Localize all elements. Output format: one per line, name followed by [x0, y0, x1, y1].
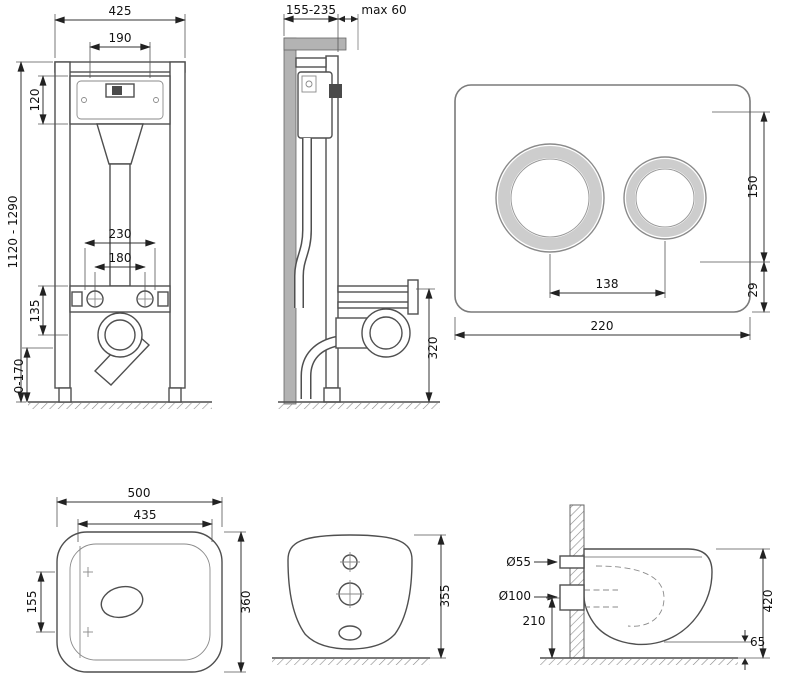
left-fitting: [71, 291, 83, 307]
dim-rim-height: 420: [761, 590, 775, 613]
bowl-back-view: 355: [272, 534, 452, 665]
label-inlet-diameter: Ø55: [506, 555, 531, 569]
bowl-back-dimensions: 355: [414, 534, 452, 659]
frame-front-dimensions: 425 190 120 1120 - 1290 230 180: [6, 4, 186, 403]
threaded-rod-lower: [337, 301, 417, 309]
wall-top-section: [283, 37, 347, 51]
big-flush-button-ring: [498, 146, 602, 250]
bowl-back-geometry: [272, 534, 430, 665]
dim-max-wall-offset: max 60: [361, 3, 406, 17]
cistern-inner: [76, 80, 164, 120]
frame-side-foot: [323, 387, 341, 403]
right-fitting: [157, 291, 169, 307]
bowl-side-view: Ø55 Ø100 210 420 65: [499, 504, 775, 670]
bowl-opening: [100, 585, 144, 619]
outlet-socket-inner: [369, 316, 403, 350]
frame-right-rail: [169, 61, 186, 389]
floor-hatch: [540, 659, 738, 665]
dim-frame-height-range: 1120 - 1290: [6, 195, 20, 268]
frame-side-geometry: [278, 14, 440, 409]
dim-service-width: 190: [109, 31, 132, 45]
ground-hatch: [28, 403, 212, 409]
label-outlet-diameter: Ø100: [499, 589, 531, 603]
outlet-stub: [559, 584, 585, 611]
dim-plate-height: 150: [746, 176, 760, 199]
rod-plate: [407, 279, 419, 315]
bowl-top-dimensions: 500 435 155 360: [25, 486, 253, 673]
trap-hidden-line: [595, 565, 665, 627]
frame-left-foot: [58, 387, 72, 403]
bowl-outline-top: [56, 531, 223, 673]
bowl-top-geometry: [56, 531, 223, 673]
fill-valve: [301, 75, 317, 93]
ground-hatch: [278, 403, 440, 409]
flush-plate-dimensions: 138 220 150 29: [454, 111, 770, 340]
dim-bottom-clearance: 65: [750, 635, 765, 649]
wall-section: [283, 37, 297, 405]
frame-top-bar: [54, 61, 186, 73]
dim-overall-depth: 500: [128, 486, 151, 500]
dim-seat-offset: 155: [25, 591, 39, 614]
dim-cistern-height: 120: [28, 89, 42, 112]
dim-outlet-center-height: 210: [523, 614, 546, 628]
cistern: [69, 75, 171, 125]
dim-frame-top-width: 425: [109, 4, 132, 18]
flush-valve-button: [112, 86, 122, 95]
dim-overall-width: 360: [239, 591, 253, 614]
dim-outlet-height: 320: [426, 337, 440, 360]
flush-pipe: [109, 163, 131, 287]
flush-bend-funnel: [96, 123, 144, 165]
dim-outlet-offset: 135: [28, 300, 42, 323]
flush-plate-view: 138 220 150 29: [454, 84, 770, 340]
dim-bottom-offset: 29: [746, 282, 760, 297]
frame-front-geometry: [28, 61, 212, 409]
drain-socket-inner: [104, 319, 136, 351]
dim-button-spacing: 138: [596, 277, 619, 291]
threaded-rod-upper: [337, 285, 417, 293]
flush-plate-geometry: [454, 84, 751, 313]
cistern-bolt-left: [81, 97, 87, 103]
top-wall-bracket: [295, 57, 327, 68]
cistern-side: [297, 71, 333, 139]
bowl-silhouette-side: [583, 548, 713, 646]
frame-front-view: 425 190 120 1120 - 1290 230 180: [6, 4, 212, 409]
bowl-side-geometry: [540, 504, 738, 665]
frame-side-view: 155-235 max 60 320: [278, 3, 440, 409]
frame-side-dimensions: 155-235 max 60 320: [283, 3, 440, 403]
dim-fixing-span-outer: 230: [109, 227, 132, 241]
cistern-bolt-right: [153, 97, 159, 103]
dim-leg-adjust-range: 0-170: [12, 359, 26, 394]
service-box: [329, 84, 342, 98]
dim-depth-range: 155-235: [286, 3, 336, 17]
wall-section: [569, 504, 585, 659]
bowl-top-view: 500 435 155 360: [25, 486, 253, 673]
inlet-stub: [559, 555, 585, 569]
frame-left-rail: [54, 61, 71, 389]
frame-right-foot: [168, 387, 182, 403]
dim-inner-depth: 435: [134, 508, 157, 522]
dim-plate-width: 220: [591, 319, 614, 333]
dim-bowl-height: 355: [438, 585, 452, 608]
bowl-side-dimensions: Ø55 Ø100 210 420 65: [499, 548, 775, 670]
small-flush-button-ring: [626, 159, 704, 237]
ground-hatch: [272, 659, 430, 665]
drain-oval: [338, 625, 362, 641]
seat-outline: [69, 543, 211, 661]
dim-fixing-span-inner: 180: [109, 251, 132, 265]
flush-valve: [105, 83, 135, 98]
